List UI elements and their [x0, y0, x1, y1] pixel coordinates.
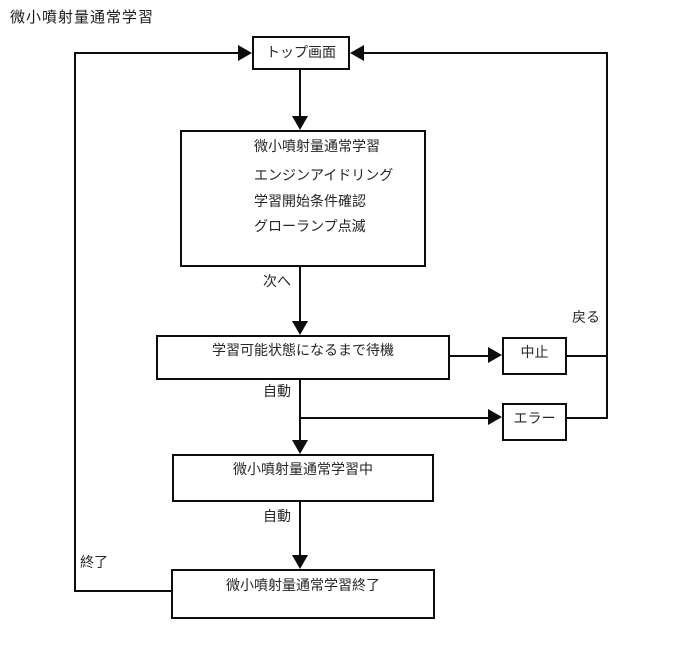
node-start-line-1: 微小噴射量通常学習 — [254, 138, 380, 154]
connector-learning-to-end — [299, 502, 301, 556]
arrowhead-into-learning — [292, 440, 308, 454]
connector-wait-to-cancel — [450, 355, 489, 357]
connector-left-rail-to-top — [74, 52, 240, 54]
connector-error-to-rail — [567, 417, 608, 419]
node-error-label: エラー — [513, 410, 556, 426]
node-cancel-label: 中止 — [520, 344, 549, 360]
node-start-line-3: 学習開始条件確認 — [254, 193, 366, 209]
node-top-screen-label: トップ画面 — [266, 44, 336, 60]
connector-top-to-start — [299, 70, 301, 117]
node-learning-finished: 微小噴射量通常学習終了 — [171, 569, 435, 619]
connector-branch-to-error — [299, 417, 489, 419]
arrowhead-into-wait — [292, 321, 308, 335]
node-cancel: 中止 — [502, 337, 567, 375]
arrowhead-into-error — [488, 409, 502, 425]
edge-label-auto-learning: 自動 — [263, 508, 291, 524]
node-learning-in-progress: 微小噴射量通常学習中 — [172, 454, 434, 502]
edge-label-back: 戻る — [572, 309, 600, 325]
edge-label-auto-wait: 自動 — [263, 383, 291, 399]
connector-start-to-wait — [299, 267, 301, 322]
node-wait: 学習可能状態になるまで待機 — [156, 335, 450, 380]
arrowhead-into-top-screen-left — [238, 45, 252, 61]
arrowhead-into-end — [292, 555, 308, 569]
arrowhead-into-top-screen-right — [350, 45, 364, 61]
node-finished-label: 微小噴射量通常学習終了 — [226, 577, 380, 593]
node-start-line-2: エンジンアイドリング — [254, 167, 394, 183]
edge-label-finish: 終了 — [80, 554, 108, 570]
arrowhead-into-start — [292, 116, 308, 130]
edge-label-next: 次へ — [263, 273, 291, 289]
connector-left-rail — [74, 52, 76, 592]
connector-end-to-left-rail — [74, 590, 172, 592]
page-title: 微小噴射量通常学習 — [10, 9, 155, 26]
node-wait-label: 学習可能状態になるまで待機 — [212, 342, 394, 358]
node-start-line-4: グローランプ点滅 — [254, 218, 366, 234]
node-top-screen: トップ画面 — [252, 36, 350, 70]
connector-wait-to-learning — [299, 380, 301, 441]
node-learning-label: 微小噴射量通常学習中 — [233, 461, 373, 477]
node-start-conditions: 微小噴射量通常学習 エンジンアイドリング 学習開始条件確認 グローランプ点滅 — [180, 130, 426, 267]
connector-cancel-to-rail — [567, 355, 608, 357]
connector-right-rail — [606, 52, 608, 419]
arrowhead-into-cancel — [488, 347, 502, 363]
node-error: エラー — [502, 403, 567, 441]
connector-right-rail-to-top — [364, 52, 608, 54]
